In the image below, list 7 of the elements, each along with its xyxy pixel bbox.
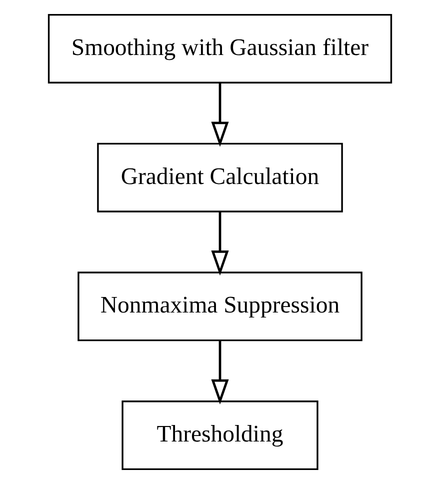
arrow [211,82,229,147]
node-box: Nonmaxima Suppression [78,272,362,342]
arrow [211,340,229,405]
arrow [211,212,229,276]
node-box: Smoothing with Gaussian filter [48,14,392,84]
node-box: Gradient Calculation [97,142,343,212]
node-box: Thresholding [122,400,318,470]
